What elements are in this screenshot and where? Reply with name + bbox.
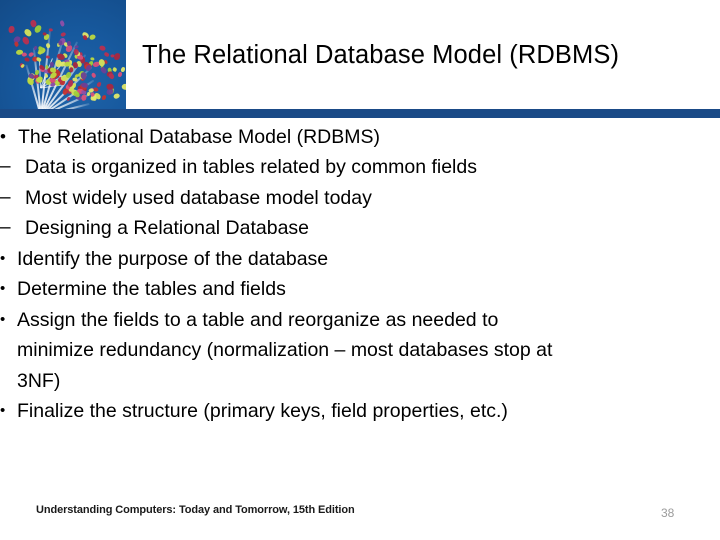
tree-leaf-icon [112, 52, 120, 61]
tree-leaf-icon [44, 73, 49, 78]
list-item-label: Determine the tables and fields [17, 278, 286, 300]
tree-leaf-icon [74, 44, 80, 50]
tree-leaf-icon [59, 30, 67, 38]
tree-leaf-icon [117, 71, 122, 78]
list-item: – Designing a Relational Database [0, 213, 720, 244]
tree-leaf-icon [58, 20, 66, 28]
tree-leaf-icon [8, 26, 15, 34]
tree-leaf-icon [104, 51, 110, 57]
tree-leaf-icon [34, 23, 43, 34]
tree-leaf-icon [112, 92, 121, 100]
tree-leaf-icon [88, 33, 97, 41]
tree-leaf-icon [33, 45, 38, 51]
footer-citation: Understanding Computers: Today and Tomor… [36, 504, 355, 516]
list-item-label: Identify the purpose of the database [17, 247, 329, 270]
page-number: 38 [661, 506, 675, 520]
tree-leaf-icon [48, 61, 54, 68]
tree-leaf-icon [48, 28, 53, 32]
tree-leaf-icon [90, 57, 95, 61]
list-item: • Assign the fields to a table and reorg… [0, 305, 557, 397]
tree-leaf-icon [98, 44, 106, 51]
tree-leaf-icon [66, 40, 71, 47]
tree-leaf-icon [107, 71, 116, 80]
list-item-label: Most widely used database model today [25, 186, 372, 209]
tree-leaf-icon [13, 41, 20, 48]
bullet-glyph: • [0, 249, 6, 267]
tree-leaf-icon [81, 90, 87, 95]
slide-body: • The Relational Database Model (RDBMS) … [0, 122, 720, 427]
list-item: • The Relational Database Model (RDBMS) [0, 122, 720, 152]
tree-leaf-icon [44, 64, 49, 70]
slide-header: The Relational Database Model (RDBMS) [0, 0, 720, 118]
tree-leaf-icon [120, 66, 126, 72]
bullet-list-level1: • The Relational Database Model (RDBMS) [0, 122, 720, 152]
bullet-glyph: • [0, 402, 6, 419]
bullet-glyph: – [0, 156, 11, 177]
tree-leaf-icon [90, 72, 97, 79]
list-item: – Data is organized in tables related by… [0, 152, 720, 183]
bullet-list-level2: – Data is organized in tables related by… [0, 152, 720, 244]
decorative-tree-graphic [0, 0, 126, 110]
bullet-glyph: – [0, 186, 11, 208]
bullet-glyph: – [0, 217, 11, 238]
bullet-list-level3: • Identify the purpose of the database •… [0, 244, 720, 427]
tree-leaf-icon [20, 35, 31, 46]
tree-leaf-icon [80, 82, 88, 88]
tree-leaf-icon [111, 66, 118, 72]
list-item-label: Data is organized in tables related by c… [25, 156, 477, 178]
list-item: • Finalize the structure (primary keys, … [0, 396, 557, 427]
bullet-glyph: • [0, 280, 6, 297]
tree-leaf-icon [45, 42, 52, 50]
header-divider-bar [0, 109, 720, 118]
list-item: • Identify the purpose of the database [0, 244, 557, 275]
list-item-label: Assign the fields to a table and reorgan… [17, 308, 553, 392]
bullet-glyph: • [0, 310, 6, 328]
title-area: The Relational Database Model (RDBMS) [126, 0, 720, 110]
bullet-glyph: • [0, 127, 6, 146]
page-title: The Relational Database Model (RDBMS) [142, 40, 620, 69]
list-item-label: The Relational Database Model (RDBMS) [18, 126, 380, 148]
tree-leaf-icon [101, 94, 106, 100]
tree-leaf-icon [24, 56, 30, 62]
tree-leaf-icon [35, 56, 42, 63]
list-item-label: Finalize the structure (primary keys, fi… [17, 400, 508, 422]
list-item: – Most widely used database model today [0, 183, 720, 214]
list-item: • Determine the tables and fields [0, 274, 557, 305]
list-item-label: Designing a Relational Database [25, 217, 310, 239]
tree-leaf-icon [37, 51, 42, 56]
tree-leaf-icon [72, 76, 78, 82]
